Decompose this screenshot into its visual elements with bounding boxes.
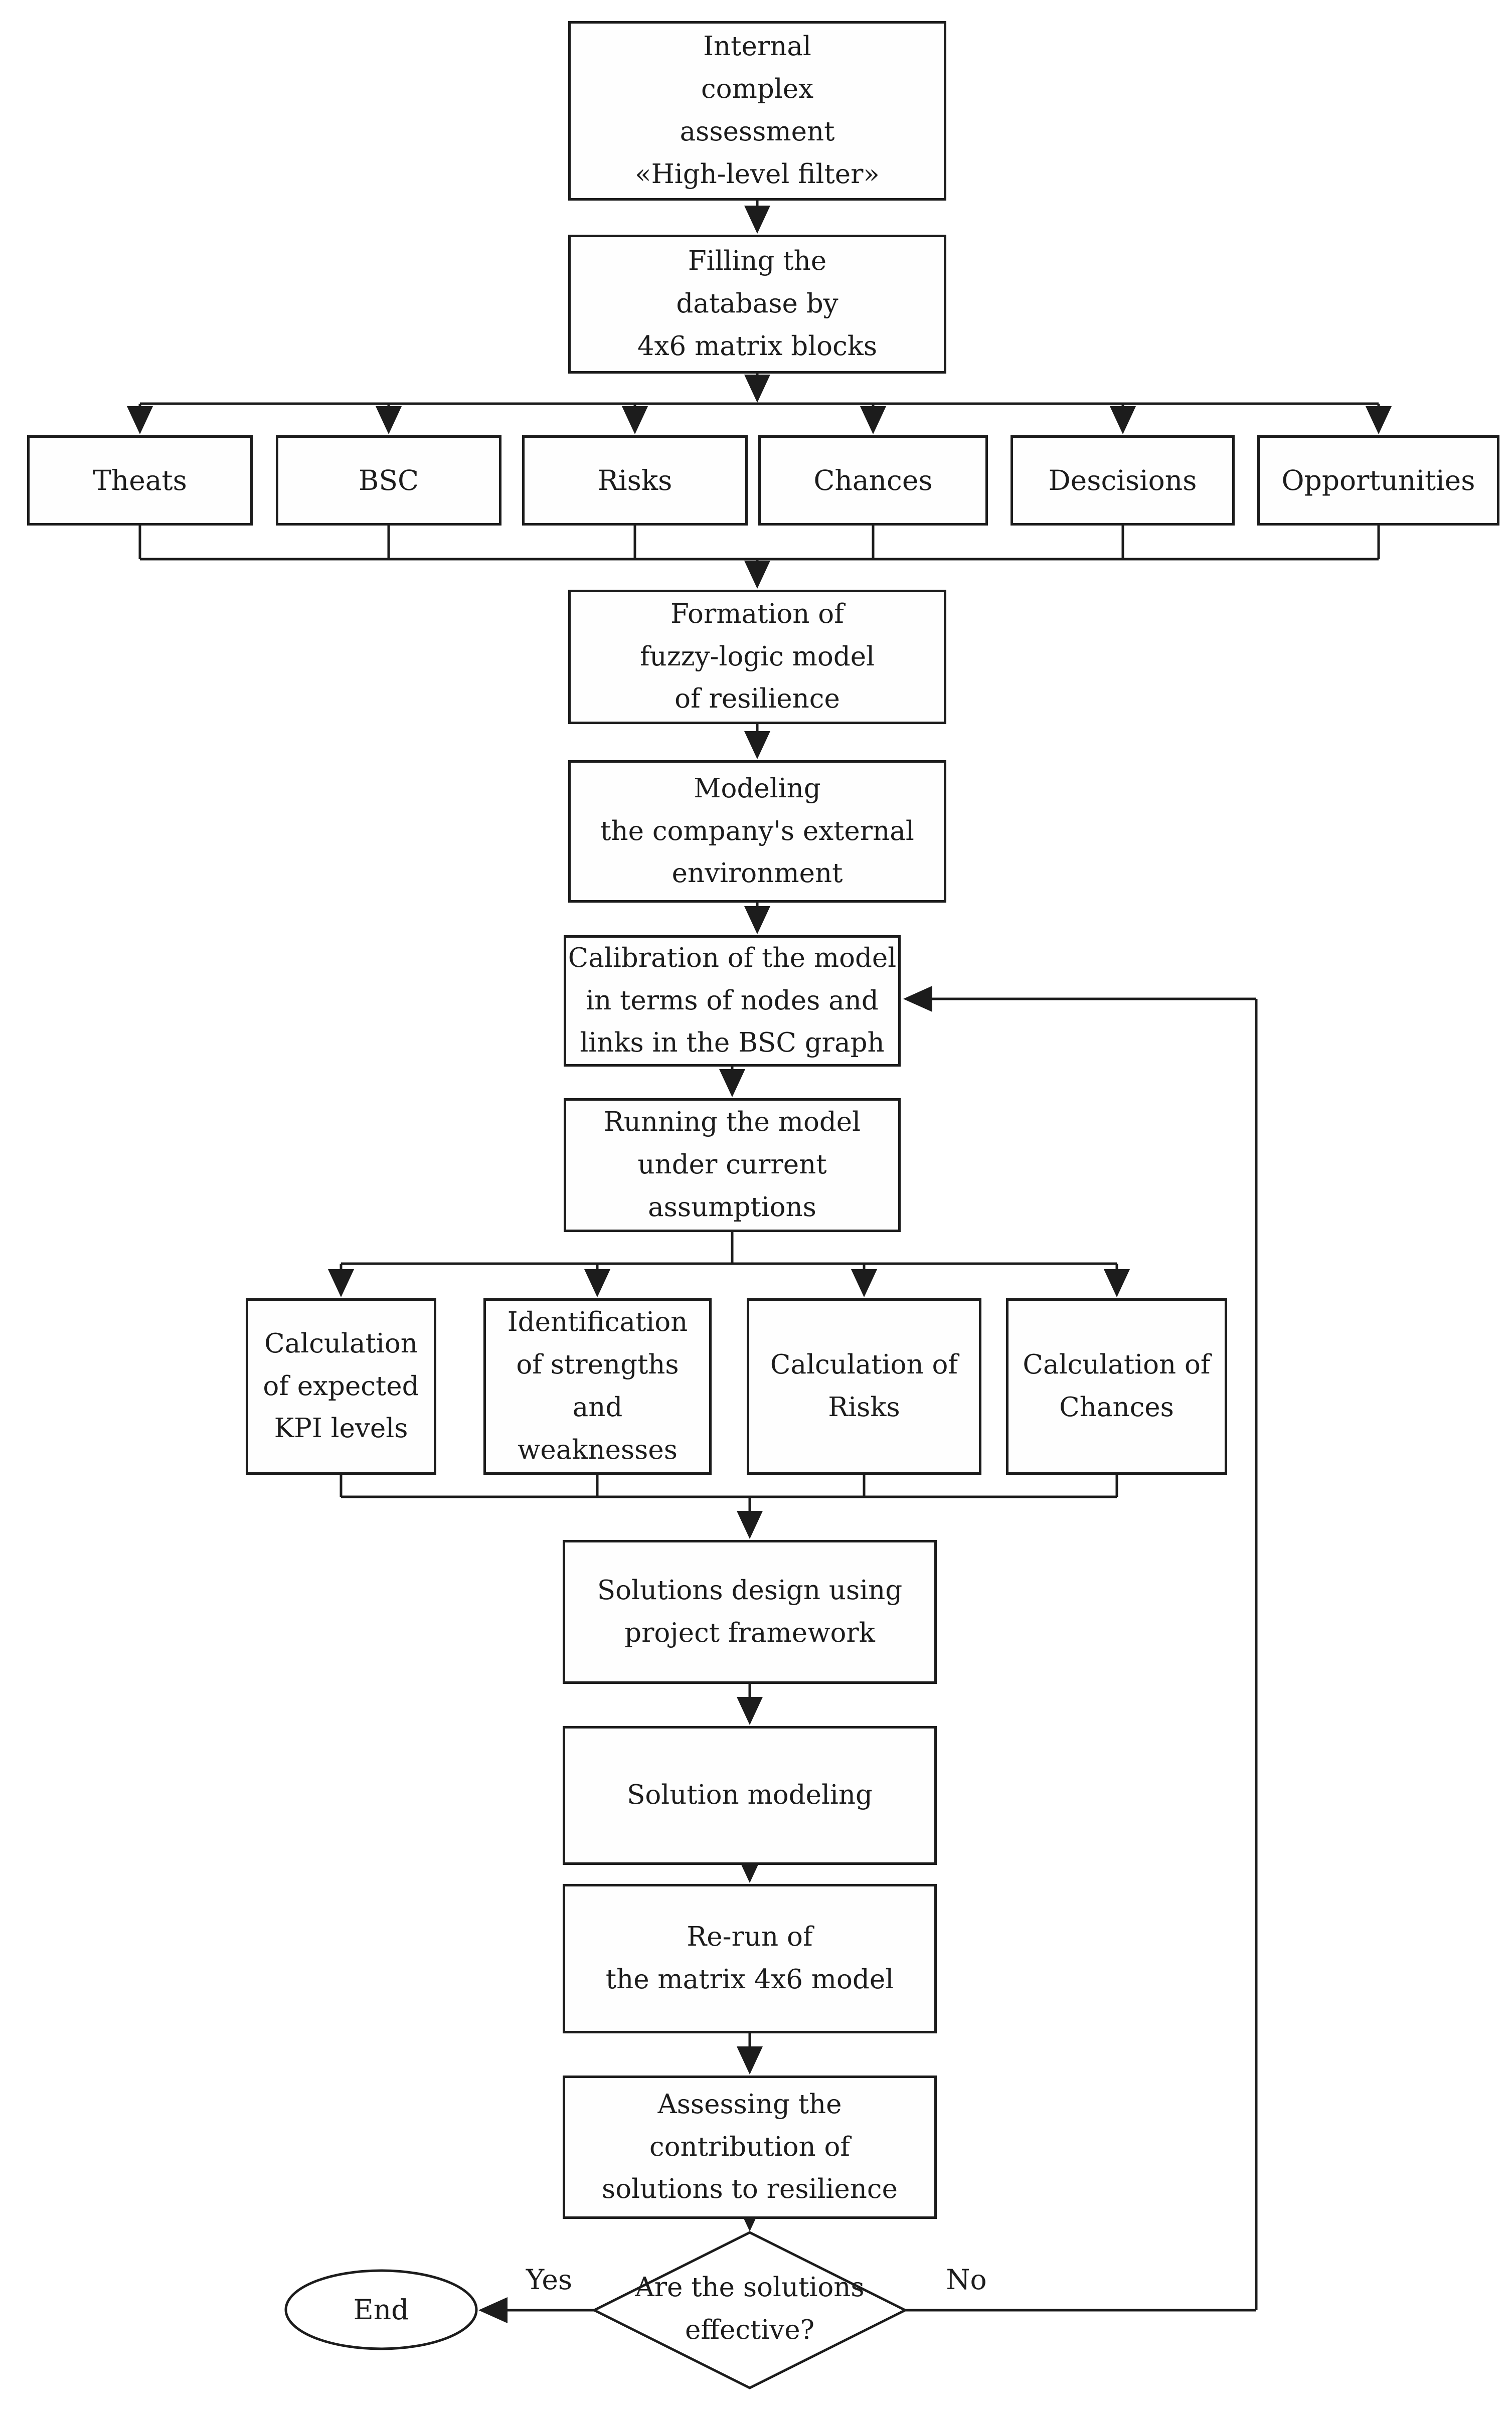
node-identification-strengths-label: Identification of strengths and weakness…	[507, 1307, 688, 1465]
node-running-model-label: Running the model under current assumpti…	[603, 1107, 861, 1223]
arrowhead-icon	[744, 906, 770, 934]
node-theats-label: Theats	[93, 464, 187, 496]
node-calculation-chances: Calculation of Chances	[1006, 1298, 1227, 1475]
arrowhead-icon	[737, 1697, 763, 1725]
decision-diamond-shape	[591, 2231, 908, 2389]
arrowhead-icon	[744, 731, 770, 759]
end-terminator-shape	[284, 2269, 478, 2350]
arrowhead-icon	[1110, 406, 1136, 434]
node-bsc: BSC	[276, 435, 501, 526]
arrowhead-icon	[584, 1269, 610, 1297]
node-filling-database: Filling the database by 4x6 matrix block…	[568, 235, 946, 374]
node-risks-label: Risks	[597, 464, 673, 496]
node-opportunities: Opportunities	[1257, 435, 1499, 526]
edge-label-no-text: No	[946, 2263, 987, 2296]
arrowhead-icon	[737, 1511, 763, 1539]
edge-label-no: No	[916, 2256, 1017, 2303]
node-opportunities-label: Opportunities	[1281, 464, 1475, 496]
arrowhead-icon	[622, 406, 648, 434]
arrowhead-icon	[328, 1269, 354, 1297]
node-solution-modeling: Solution modeling	[563, 1726, 937, 1865]
node-formation-fuzzy-model: Formation of fuzzy-logic model of resili…	[568, 590, 946, 724]
arrowhead-icon	[376, 406, 402, 434]
node-risks: Risks	[522, 435, 748, 526]
arrowhead-icon	[744, 206, 770, 234]
arrowhead-icon	[744, 375, 770, 403]
node-theats: Theats	[27, 435, 253, 526]
node-decision: Are the solutions effective?	[574, 2259, 925, 2359]
node-rerun-matrix: Re-run of the matrix 4x6 model	[563, 1884, 937, 2033]
node-internal-assessment: Internal complex assessment «High-level …	[568, 21, 946, 201]
node-solutions-design: Solutions design using project framework	[563, 1540, 937, 1684]
node-calculation-kpi: Calculation of expected KPI levels	[246, 1298, 436, 1475]
arrowhead-icon	[478, 2297, 508, 2323]
node-calculation-kpi-label: Calculation of expected KPI levels	[263, 1328, 419, 1444]
node-descisions: Descisions	[1011, 435, 1235, 526]
node-modeling-environment: Modeling the company's external environm…	[568, 760, 946, 903]
node-running-model: Running the model under current assumpti…	[564, 1098, 901, 1232]
node-formation-fuzzy-model-label: Formation of fuzzy-logic model of resili…	[639, 598, 875, 715]
node-assessing-contribution: Assessing the contribution of solutions …	[563, 2076, 937, 2219]
node-chances: Chances	[758, 435, 988, 526]
arrowhead-icon	[719, 1069, 745, 1097]
arrowhead-icon	[851, 1269, 877, 1297]
node-descisions-label: Descisions	[1048, 464, 1197, 496]
edge-label-yes: Yes	[499, 2256, 599, 2303]
node-calculation-risks-label: Calculation of Risks	[770, 1349, 958, 1423]
node-filling-database-label: Filling the database by 4x6 matrix block…	[637, 246, 878, 362]
edge-label-yes-text: Yes	[526, 2263, 573, 2296]
node-assessing-contribution-label: Assessing the contribution of solutions …	[602, 2089, 898, 2205]
arrowhead-icon	[737, 2046, 763, 2075]
feedback-arrowhead-icon	[903, 986, 932, 1012]
node-modeling-environment-label: Modeling the company's external environm…	[600, 773, 914, 889]
node-decision-label: Are the solutions effective?	[635, 2272, 865, 2345]
node-rerun-matrix-label: Re-run of the matrix 4x6 model	[605, 1922, 894, 1995]
arrowhead-icon	[860, 406, 886, 434]
node-chances-label: Chances	[813, 464, 933, 496]
arrowhead-icon	[1104, 1269, 1130, 1297]
node-calibration-label: Calibration of the model in terms of nod…	[568, 942, 897, 1059]
arrowhead-icon	[744, 561, 770, 589]
node-end: End	[306, 2286, 456, 2334]
node-end-label: End	[353, 2294, 409, 2326]
arrowhead-icon	[1366, 406, 1392, 434]
node-calculation-risks: Calculation of Risks	[747, 1298, 981, 1475]
node-calculation-chances-label: Calculation of Chances	[1023, 1349, 1211, 1423]
node-calibration: Calibration of the model in terms of nod…	[564, 935, 901, 1067]
node-solution-modeling-label: Solution modeling	[627, 1780, 873, 1811]
node-bsc-label: BSC	[358, 464, 419, 496]
node-identification-strengths: Identification of strengths and weakness…	[483, 1298, 712, 1475]
arrowhead-icon	[127, 406, 153, 434]
node-internal-assessment-label: Internal complex assessment «High-level …	[635, 31, 880, 190]
node-solutions-design-label: Solutions design using project framework	[597, 1575, 903, 1648]
